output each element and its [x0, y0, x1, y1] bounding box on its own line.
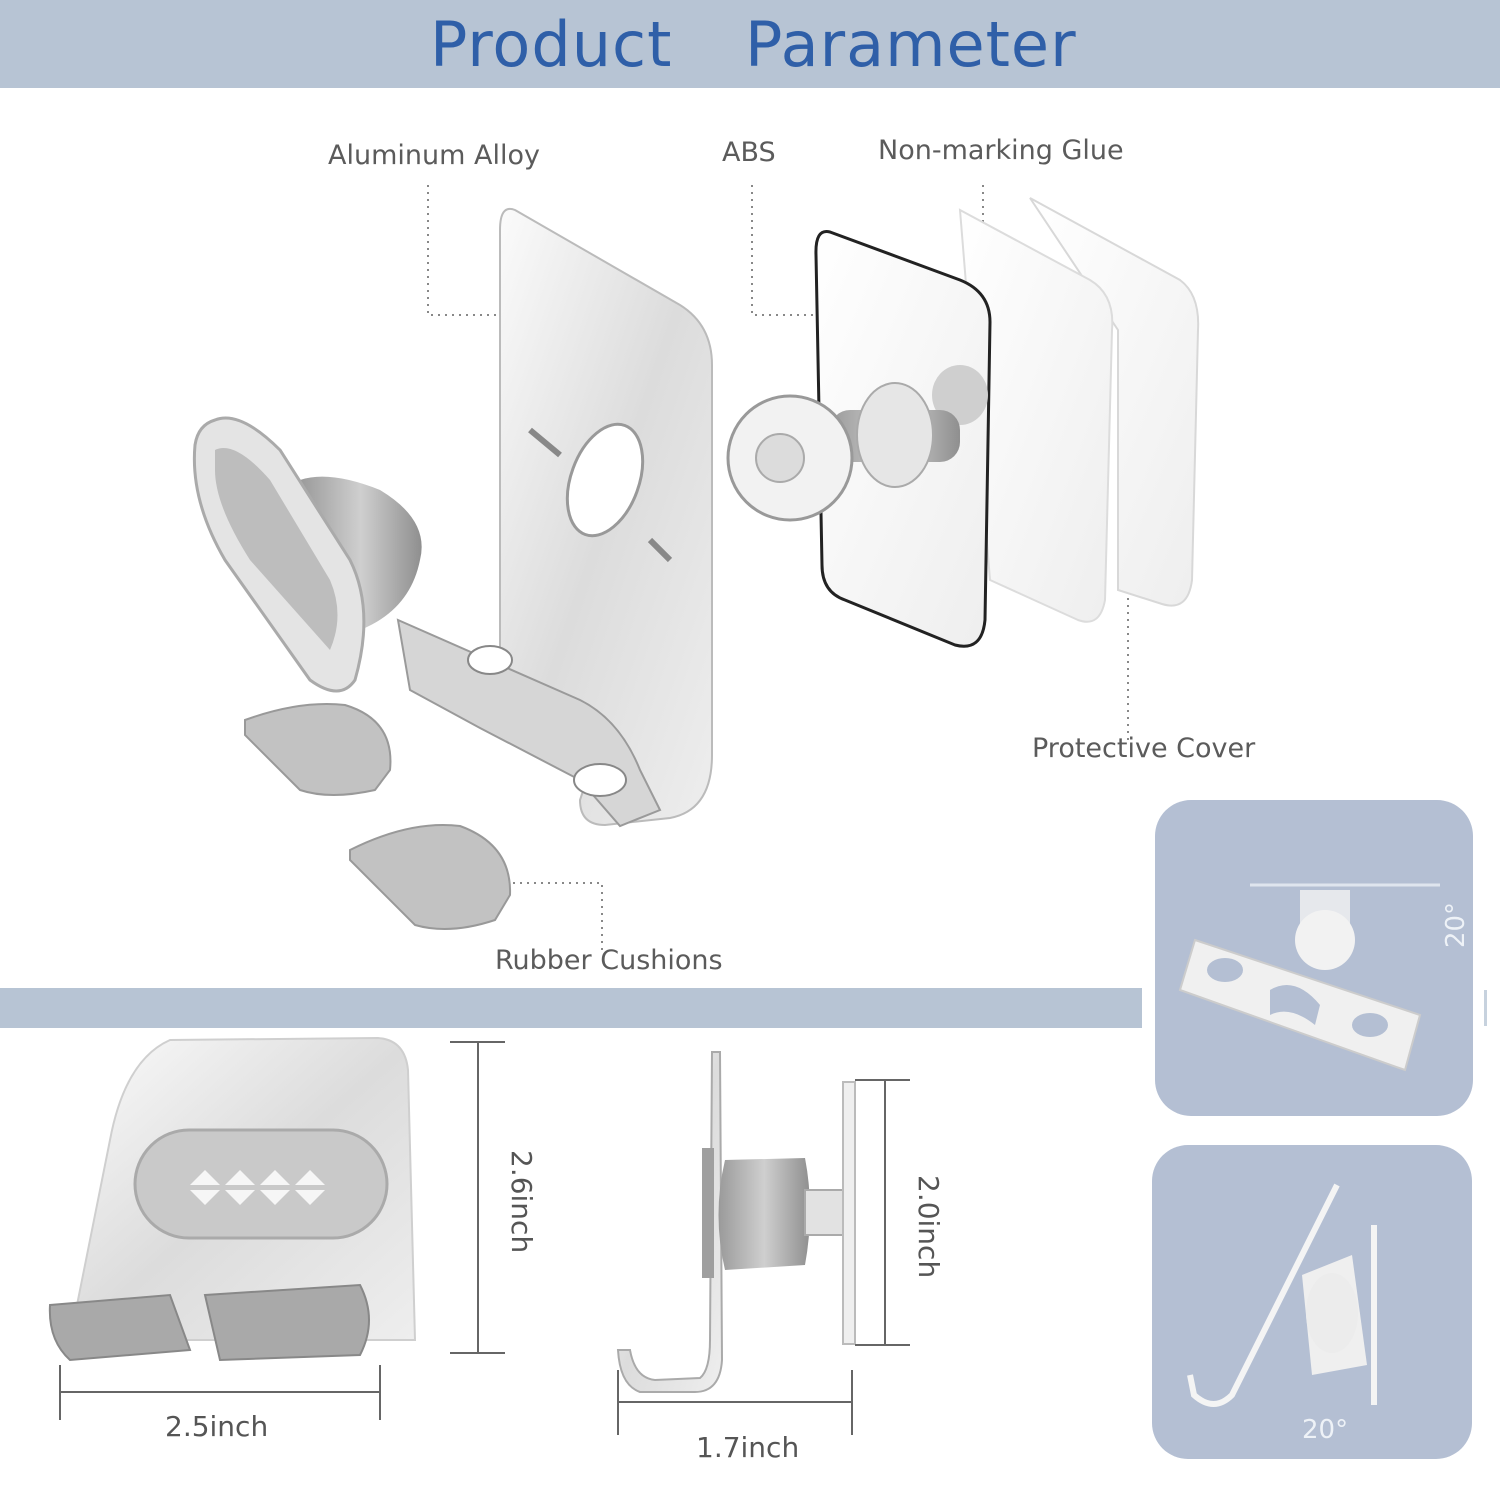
- label-rubber-cushions: Rubber Cushions: [495, 945, 723, 976]
- rubber-cushion-2: [349, 824, 512, 930]
- rotation-angle-top: 20°: [1441, 901, 1472, 949]
- front-height-dimension-line: [450, 1041, 505, 1354]
- section-divider-band: [0, 988, 1142, 1028]
- rubber-cushion-1: [244, 703, 392, 796]
- label-aluminum-alloy: Aluminum Alloy: [328, 140, 540, 171]
- aluminum-bracket: [396, 208, 713, 828]
- rotation-panel-top: 20°: [1155, 800, 1473, 1116]
- header-band: [0, 0, 1500, 88]
- side-view-illustration: [616, 1051, 910, 1435]
- dim-side-width: 1.7inch: [696, 1431, 800, 1464]
- rotation-angle-bottom: 20°: [1302, 1415, 1349, 1445]
- label-protective-cover: Protective Cover: [1032, 733, 1256, 764]
- rotation-bottom-illustration: [1187, 1183, 1377, 1407]
- rotation-panel-bottom: 20°: [1152, 1145, 1472, 1459]
- rotation-top-illustration: [1178, 883, 1440, 1072]
- magnetic-head: [192, 416, 422, 693]
- title-word-parameter: Parameter: [745, 8, 1077, 81]
- dim-front-height: 2.6inch: [505, 1150, 538, 1254]
- title-word-product: Product: [430, 8, 673, 81]
- protective-cover-layer: [1029, 197, 1200, 607]
- front-view-illustration: [48, 1036, 417, 1420]
- divider-tick: [1484, 990, 1487, 1026]
- dim-front-width: 2.5inch: [165, 1410, 269, 1443]
- ball-joint: [726, 365, 988, 522]
- label-non-marking-glue: Non-marking Glue: [878, 135, 1124, 166]
- dim-side-height: 2.0inch: [912, 1175, 945, 1279]
- glue-layer: [958, 208, 1114, 623]
- label-abs: ABS: [722, 137, 776, 168]
